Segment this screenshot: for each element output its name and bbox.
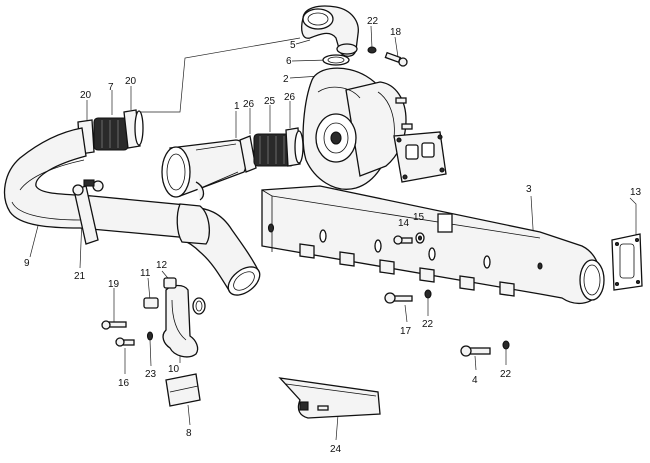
callout-15: 15 (413, 212, 425, 223)
callout-26-left: 26 (243, 99, 255, 110)
callout-labels: 1 2 3 4 5 6 7 8 9 10 11 12 13 14 15 16 1… (24, 16, 642, 455)
callout-7: 7 (108, 82, 114, 93)
callout-14: 14 (398, 218, 410, 229)
intake-pipe (3, 127, 261, 296)
callout-9: 9 (24, 258, 30, 269)
callout-12: 12 (156, 260, 168, 271)
callout-20-right: 20 (125, 76, 137, 87)
callout-6: 6 (286, 56, 292, 67)
exhaust-manifold (261, 185, 605, 304)
callout-22-middle: 22 (422, 319, 434, 330)
callout-19: 19 (108, 279, 120, 290)
callout-26-right: 26 (284, 92, 296, 103)
callout-23: 23 (145, 369, 157, 380)
cone-intake-pipe (161, 139, 248, 201)
bracket-bolt-and-washer (460, 340, 510, 357)
outlet-elbow (301, 5, 359, 57)
hose-and-clamps-right (239, 127, 304, 173)
manifold-bolt-and-washer-upper (393, 232, 425, 245)
callout-20-left: 20 (80, 90, 92, 101)
gasket-ring-inner (327, 56, 345, 64)
outlet-gasket (611, 233, 643, 291)
callout-2: 2 (283, 74, 289, 85)
callout-11: 11 (140, 268, 151, 279)
callout-22-bottom: 22 (500, 369, 512, 380)
turbocharger (302, 67, 447, 190)
callout-8: 8 (186, 428, 192, 439)
gasket-ring (322, 54, 350, 66)
small-bracket (165, 373, 201, 407)
callout-25: 25 (264, 96, 276, 107)
callout-22-top: 22 (367, 16, 379, 27)
callout-4: 4 (472, 375, 478, 386)
manifold-bolt-and-washer-lower (384, 289, 432, 304)
support-bracket (278, 377, 381, 419)
washer-and-screw-top (367, 46, 408, 67)
callout-3: 3 (526, 184, 532, 195)
clamp-assembly (101, 277, 206, 358)
callout-16: 16 (118, 378, 130, 389)
callout-24: 24 (330, 444, 342, 455)
callout-18: 18 (390, 27, 402, 38)
callout-10: 10 (168, 364, 180, 375)
pipe-clamp (72, 179, 104, 245)
callout-13: 13 (630, 187, 642, 198)
callout-5: 5 (290, 40, 296, 51)
callout-21: 21 (74, 271, 86, 282)
callout-17: 17 (400, 326, 412, 337)
hose-and-clamps-left (77, 109, 144, 155)
callout-1: 1 (234, 101, 240, 112)
